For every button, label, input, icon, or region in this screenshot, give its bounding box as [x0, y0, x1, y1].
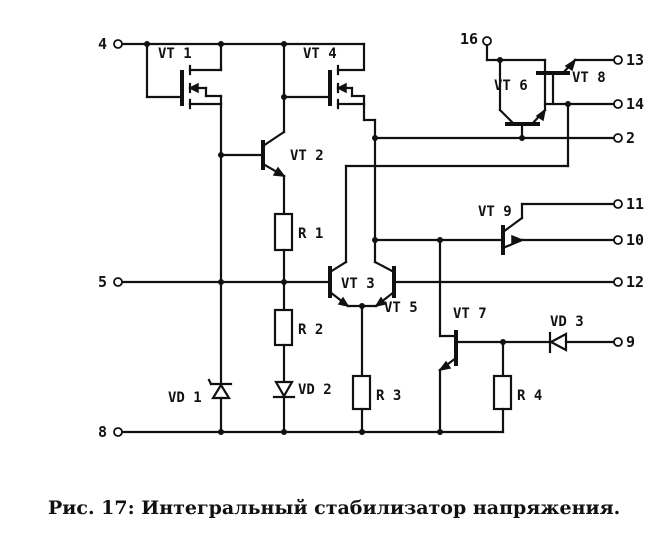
- resistor-r3: [351, 304, 372, 434]
- vt1-label: VT 1: [158, 46, 192, 62]
- vt9-label: VT 9: [478, 204, 512, 220]
- r1-label: R 1: [298, 226, 323, 242]
- pin-10-label: 10: [626, 231, 644, 249]
- pin-8-label: 8: [98, 423, 107, 441]
- diode-vd2: [272, 380, 296, 434]
- transistor-vt2: [218, 95, 286, 216]
- diode-vd1: [207, 153, 233, 434]
- pin-4-label: 4: [98, 35, 107, 53]
- r2-label: R 2: [298, 322, 323, 338]
- pin-2-label: 2: [626, 129, 635, 147]
- vd3-label: VD 3: [550, 314, 584, 330]
- pin-8-terminal[interactable]: [113, 427, 123, 437]
- resistor-r1: [273, 212, 294, 284]
- pin-13-terminal[interactable]: [613, 55, 623, 65]
- vt4-label: VT 4: [303, 46, 337, 62]
- pin-4-terminal[interactable]: [113, 39, 123, 49]
- pin-10-terminal[interactable]: [613, 235, 623, 245]
- transistor-vt7: [438, 330, 506, 434]
- vt8-label: VT 8: [572, 70, 606, 86]
- pin-terminals: [113, 36, 623, 437]
- pin-14-terminal[interactable]: [613, 99, 623, 109]
- pin-16-label: 16: [460, 30, 478, 48]
- pin-5-terminal[interactable]: [113, 277, 123, 287]
- pin-5-label: 5: [98, 273, 107, 291]
- pin-16-terminal[interactable]: [482, 36, 492, 46]
- resistor-r2: [273, 280, 294, 382]
- vd1-label: VD 1: [168, 390, 202, 406]
- vt3-label: VT 3: [341, 276, 375, 292]
- pin-14-label: 14: [626, 95, 644, 113]
- ground-rail: [120, 429, 505, 435]
- transistor-vt6: [485, 42, 547, 141]
- transistor-vt5: [359, 238, 616, 309]
- pin-2-terminal[interactable]: [613, 133, 623, 143]
- r4-label: R 4: [517, 388, 542, 404]
- output-node: [372, 135, 616, 338]
- pin-11-label: 11: [626, 195, 644, 213]
- pin-12-label: 12: [626, 273, 644, 291]
- transistor-vt9: [501, 202, 616, 255]
- vt2-label: VT 2: [290, 148, 324, 164]
- resistor-r4: [492, 340, 513, 434]
- transistor-vt8: [536, 58, 616, 168]
- diode-vd3: [501, 331, 616, 354]
- pin-9-label: 9: [626, 333, 635, 351]
- pin-9-terminal[interactable]: [613, 337, 623, 347]
- vt5-label: VT 5: [384, 300, 418, 316]
- vd2-label: VD 2: [298, 382, 332, 398]
- pin-13-label: 13: [626, 51, 644, 69]
- transistor-vt1: [180, 64, 223, 157]
- r3-label: R 3: [376, 388, 401, 404]
- transistor-vt3: [328, 164, 570, 308]
- pin-12-terminal[interactable]: [613, 277, 623, 287]
- vt6-label: VT 6: [494, 78, 528, 94]
- pin5-line: [120, 279, 332, 285]
- vt7-label: VT 7: [453, 306, 487, 322]
- figure-caption: Рис. 17: Интегральный стабилизатор напря…: [48, 497, 621, 519]
- supply-rail: [119, 41, 366, 99]
- pin-11-terminal[interactable]: [613, 199, 623, 209]
